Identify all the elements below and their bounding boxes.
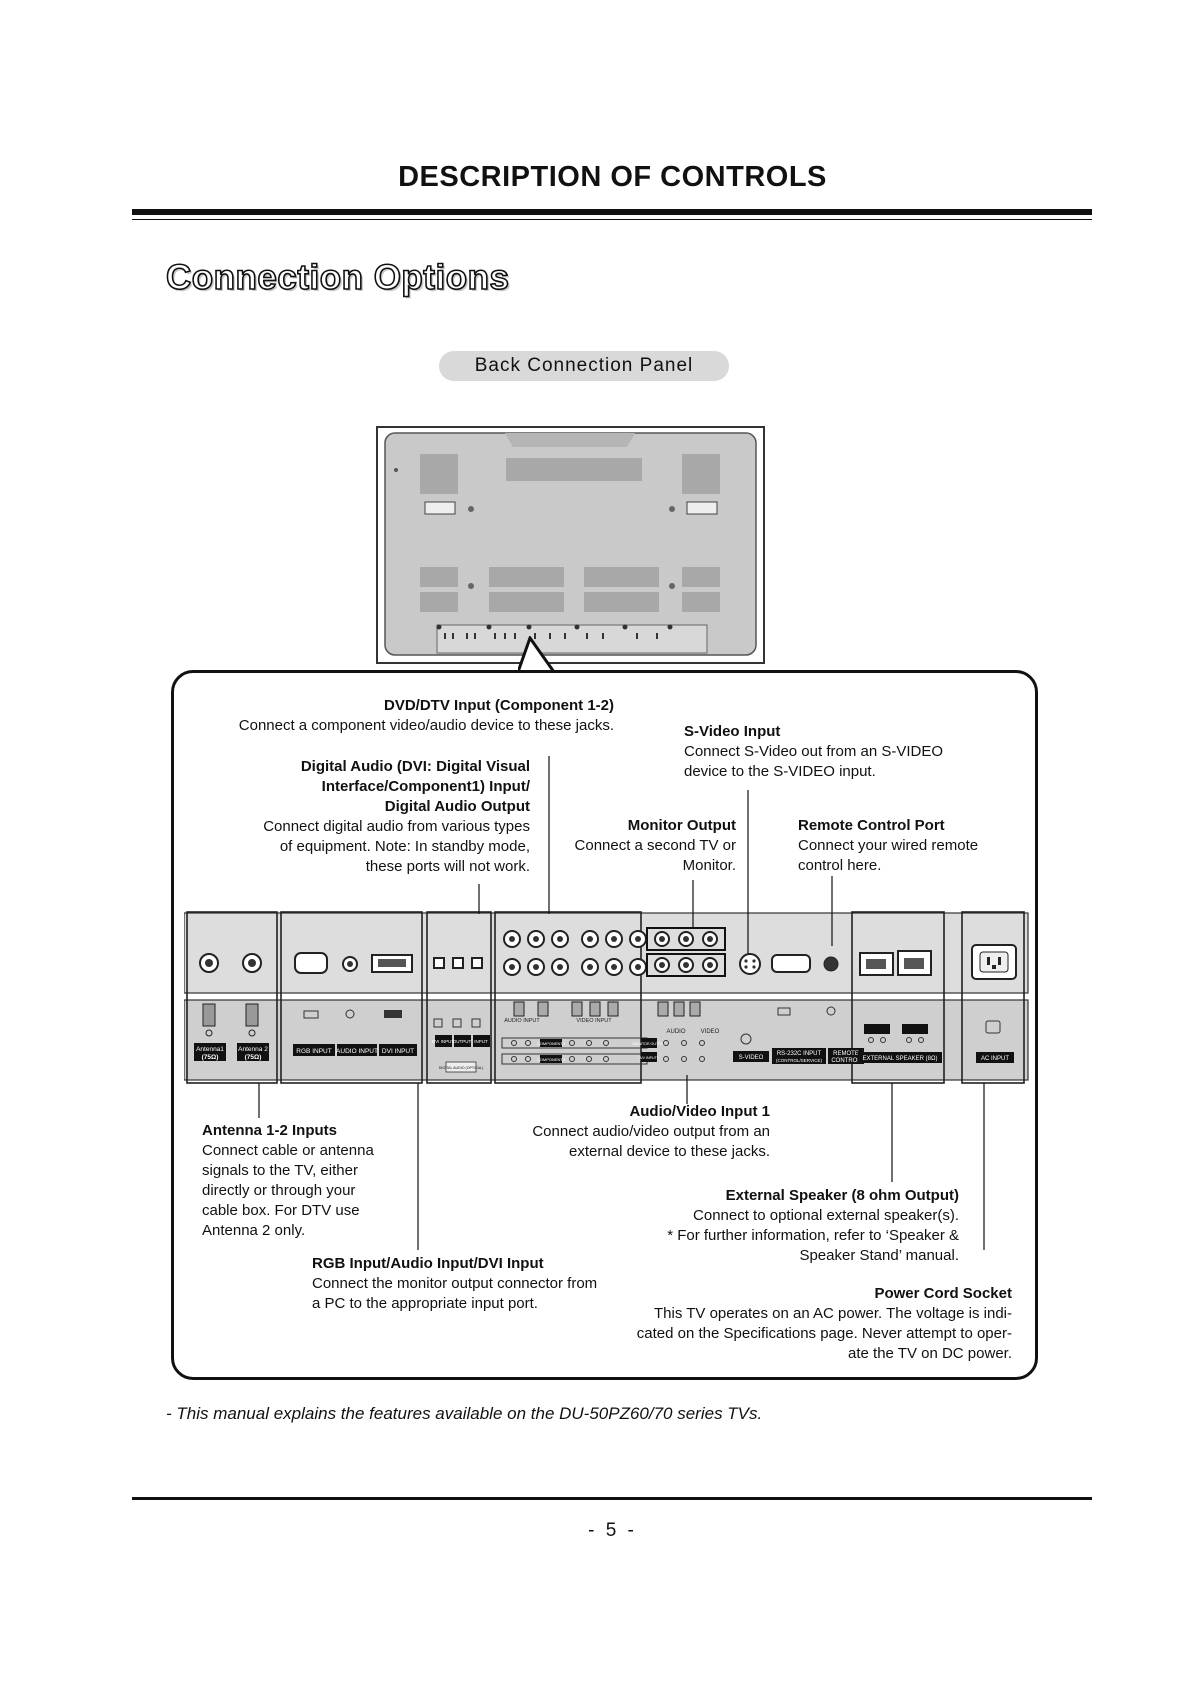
antenna2-label: Antenna 2 (238, 1046, 268, 1053)
callout-av-input-1: Audio/Video Input 1 Connect audio/video … (470, 1102, 770, 1162)
dvi-in-label: DVI INPUT (432, 1039, 455, 1044)
panel-pointer (518, 636, 556, 676)
speaker-desc-3: Speaker Stand’ manual. (799, 1247, 959, 1264)
speaker-desc-1: Connect to optional external speaker(s). (693, 1207, 959, 1224)
power-title: Power Cord Socket (874, 1285, 1012, 1302)
ac-input-label: AC INPUT (981, 1056, 1009, 1062)
power-desc-1: This TV operates on an AC power. The vol… (654, 1305, 1012, 1322)
audio-input-label: AUDIO INPUT (336, 1048, 378, 1055)
antenna-desc-4: cable box. For DTV use (202, 1202, 360, 1219)
callout-rgb-dvi-input: RGB Input/Audio Input/DVI Input Connect … (312, 1254, 632, 1314)
speaker-title: External Speaker (8 ohm Output) (725, 1187, 959, 1204)
speaker-desc-2: * For further information, refer to ‘Spe… (667, 1227, 959, 1244)
av1-desc-1: Connect audio/video output from an (532, 1123, 770, 1140)
callout-antenna-inputs: Antenna 1-2 Inputs Connect cable or ante… (202, 1121, 402, 1241)
output-label: OUTPUT (453, 1039, 472, 1044)
footer-rule (132, 1497, 1092, 1500)
callout-s-video-input: S-Video Input Connect S-Video out from a… (684, 722, 984, 782)
digital-audio-desc-2: of equipment. Note: In standby mode, (279, 838, 530, 855)
av-input-label: A/V INPUT1 (639, 1056, 659, 1060)
callout-monitor-output: Monitor Output Connect a second TV or Mo… (540, 816, 736, 876)
rgb-title: RGB Input/Audio Input/DVI Input (312, 1255, 544, 1272)
remote-title: Remote Control Port (798, 817, 945, 834)
antenna-jacks (199, 953, 262, 1037)
monitor-desc-1: Connect a second TV or (574, 837, 736, 854)
antenna1-ohm-label: (75Ω) (202, 1054, 219, 1061)
header-rule-thick (132, 209, 1092, 215)
callout-remote-control-port: Remote Control Port Connect your wired r… (798, 816, 1018, 876)
page-header-title: DESCRIPTION OF CONTROLS (398, 161, 827, 193)
monitor-desc-2: Monitor. (682, 857, 736, 874)
s-video-label: S-VIDEO (739, 1055, 764, 1061)
digital-audio-title-1: Digital Audio (DVI: Digital Visual (300, 758, 530, 775)
antenna-title: Antenna 1-2 Inputs (202, 1122, 338, 1139)
digital-audio-title-2: Interface/Component1) Input/ (321, 778, 530, 795)
remote-sub-label: CONTROL (831, 1058, 861, 1064)
back-panel-label: Back Connection Panel (439, 351, 729, 381)
back-connection-panel: Antenna1 (75Ω) Antenna 2 (75Ω) RGB INPUT… (184, 911, 1029, 1084)
av-audio-input-label: AUDIO INPUT (504, 1018, 540, 1024)
rgb-desc-1: Connect the monitor output connector fro… (312, 1275, 598, 1292)
section-title: Connection Options (165, 257, 510, 298)
monitor-title: Monitor Output (627, 817, 736, 834)
comp-input-label: INPUT (474, 1039, 488, 1044)
antenna-desc-5: Antenna 2 only. (202, 1222, 306, 1239)
footnote: - This manual explains the features avai… (166, 1404, 763, 1423)
ext-speaker-label: EXTERNAL SPEAKER (8Ω) (863, 1056, 938, 1062)
s-video-desc-1: Connect S-Video out from an S-VIDEO (684, 743, 944, 760)
antenna-desc-3: directly or through your (202, 1182, 356, 1199)
dvi-input-label: DVI INPUT (382, 1048, 414, 1055)
dvd-title: DVD/DTV Input (Component 1-2) (384, 697, 614, 714)
tv-back-illustration (376, 426, 765, 664)
remote-label: REMOTE (833, 1051, 859, 1057)
av1-desc-2: external device to these jacks. (569, 1143, 770, 1160)
rgb-input-label: RGB INPUT (296, 1048, 331, 1055)
page-number: - 5 - (588, 1520, 637, 1541)
monitor-output-label: MONITOR OUTPUT (633, 1042, 666, 1046)
dvd-desc: Connect a component video/audio device t… (238, 717, 614, 734)
digital-audio-title-3: Digital Audio Output (384, 798, 530, 815)
rgb-desc-2: a PC to the appropriate input port. (312, 1295, 538, 1312)
s-video-desc-2: device to the S-VIDEO input. (684, 763, 876, 780)
av-video-input-label: VIDEO INPUT (576, 1018, 612, 1024)
video-label: VIDEO (701, 1029, 720, 1035)
callout-digital-audio: Digital Audio (DVI: Digital Visual Inter… (234, 757, 530, 877)
callout-power-cord-socket: Power Cord Socket This TV operates on an… (600, 1284, 1012, 1364)
digital-audio-desc-3: these ports will not work. (365, 858, 530, 875)
av1-title: Audio/Video Input 1 (629, 1103, 770, 1120)
audio-label: AUDIO (666, 1029, 685, 1035)
component1-label: COMPONENT1 (537, 1041, 566, 1046)
callout-frame (171, 670, 1038, 1380)
power-desc-3: ate the TV on DC power. (848, 1345, 1012, 1362)
rs232c-sub-label: (CONTROL/SERVICE) (776, 1058, 822, 1063)
callout-dvd-dtv-input: DVD/DTV Input (Component 1-2) Connect a … (234, 696, 614, 736)
header-rule-thin (132, 219, 1092, 220)
digital-audio-label: DIGITAL AUDIO (OPTICAL) (439, 1066, 484, 1070)
remote-desc-1: Connect your wired remote (798, 837, 979, 854)
antenna1-label: Antenna1 (196, 1046, 224, 1053)
antenna2-ohm-label: (75Ω) (245, 1054, 262, 1061)
callout-external-speaker: External Speaker (8 ohm Output) Connect … (600, 1186, 959, 1266)
antenna-desc-1: Connect cable or antenna (202, 1142, 374, 1159)
s-video-title: S-Video Input (684, 723, 781, 740)
digital-audio-desc-1: Connect digital audio from various types (263, 818, 530, 835)
antenna-desc-2: signals to the TV, either (202, 1162, 358, 1179)
component2-label: COMPONENT2 (537, 1057, 566, 1062)
power-desc-2: cated on the Specifications page. Never … (636, 1325, 1012, 1342)
remote-desc-2: control here. (798, 857, 882, 874)
rs232c-label: RS-232C INPUT (777, 1051, 822, 1057)
